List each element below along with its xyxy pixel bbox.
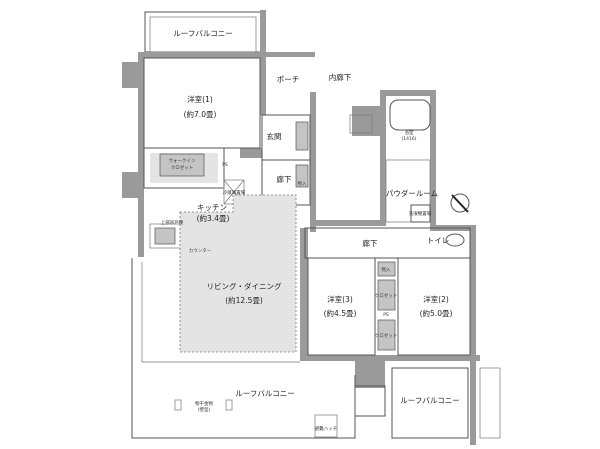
walkin-closet-label-1: ウォークイン [169,157,196,164]
walkin-closet-area [143,147,225,189]
washer-label: 洗濯機置場 [409,210,432,217]
ps-a-label: PS [222,162,228,168]
closet-a-label: クロゼット [375,292,398,299]
bedroom-1-name: 洋室(1) [187,94,213,104]
hallway-upper-label: 廊下 [277,174,292,184]
pipe-space [349,114,373,134]
storage-top [295,121,309,151]
counter-label: カウンター [189,247,212,254]
upper-cabinet-label: 上部吊戸棚 [161,219,184,226]
entrance-label: 玄関 [267,131,282,141]
storage-a [295,164,309,188]
washer-space [410,204,431,223]
roof-balcony-bottom-label: ルーフバルコニー [235,389,294,398]
kitchen-name: キッチン [197,203,227,212]
walkin-closet-label-2: クロゼット [171,164,194,171]
bedroom-2-area [397,257,471,356]
escape-hatch-label: 避難ハッチ [315,425,338,432]
porch-label: ポーチ [277,75,300,84]
living-dining-floor [180,195,296,352]
fridge-label: 冷蔵庫置場 [223,189,246,196]
storage-b-label: 物入 [382,266,391,273]
storage-b [377,261,396,277]
stove-icon [154,227,176,245]
bedroom-2-name: 洋室(2) [423,294,449,304]
walkin-closet-shelf [159,153,205,177]
toilet-icon [445,233,465,247]
bedroom-3-area [307,257,376,356]
bedroom-2-size: (約5.0畳) [420,308,453,318]
hallway-lower-label: 廊下 [363,238,378,248]
powder-room-label: パウダールーム [386,188,438,198]
roof-balcony-top-label: ルーフバルコニー [173,29,232,38]
bedroom-1-size: (約7.0畳) [184,109,217,119]
living-dining-size: (約12.5畳) [225,295,263,305]
storage-a-label: 物入 [298,180,307,187]
powder-room-area [385,159,431,223]
walls [122,10,480,445]
compass-north-icon [450,193,470,213]
ps-b-label: PS [383,312,389,318]
roof-balcony-right [391,367,469,439]
inner-corridor-label: 内廊下 [329,72,352,82]
closet-a [377,279,396,311]
living-dining-name: リビング・ダイニング [207,281,282,291]
closet-b [377,319,396,351]
bedroom-3-name: 洋室(3) [327,294,353,304]
closet-b-label: クロゼット [375,332,398,339]
escape-hatch-icon [314,414,338,438]
toilet-label: トイレ [427,236,450,245]
bathroom-size: (1416) [402,136,417,142]
roof-balcony-right-label: ルーフバルコニー [400,396,459,405]
bathtub-icon [389,99,431,131]
bedroom-3-size: (約4.5畳) [324,308,357,318]
laundry-hardware-label-2: (壁型) [198,406,211,413]
bathroom-name: 浴室 [405,129,414,136]
laundry-hardware-label-1: 物干金物 [195,400,213,407]
hallway-lower-area [304,227,471,259]
roof-balcony-bottom [131,258,386,439]
kitchen-size: (約3.4畳) [197,213,230,223]
